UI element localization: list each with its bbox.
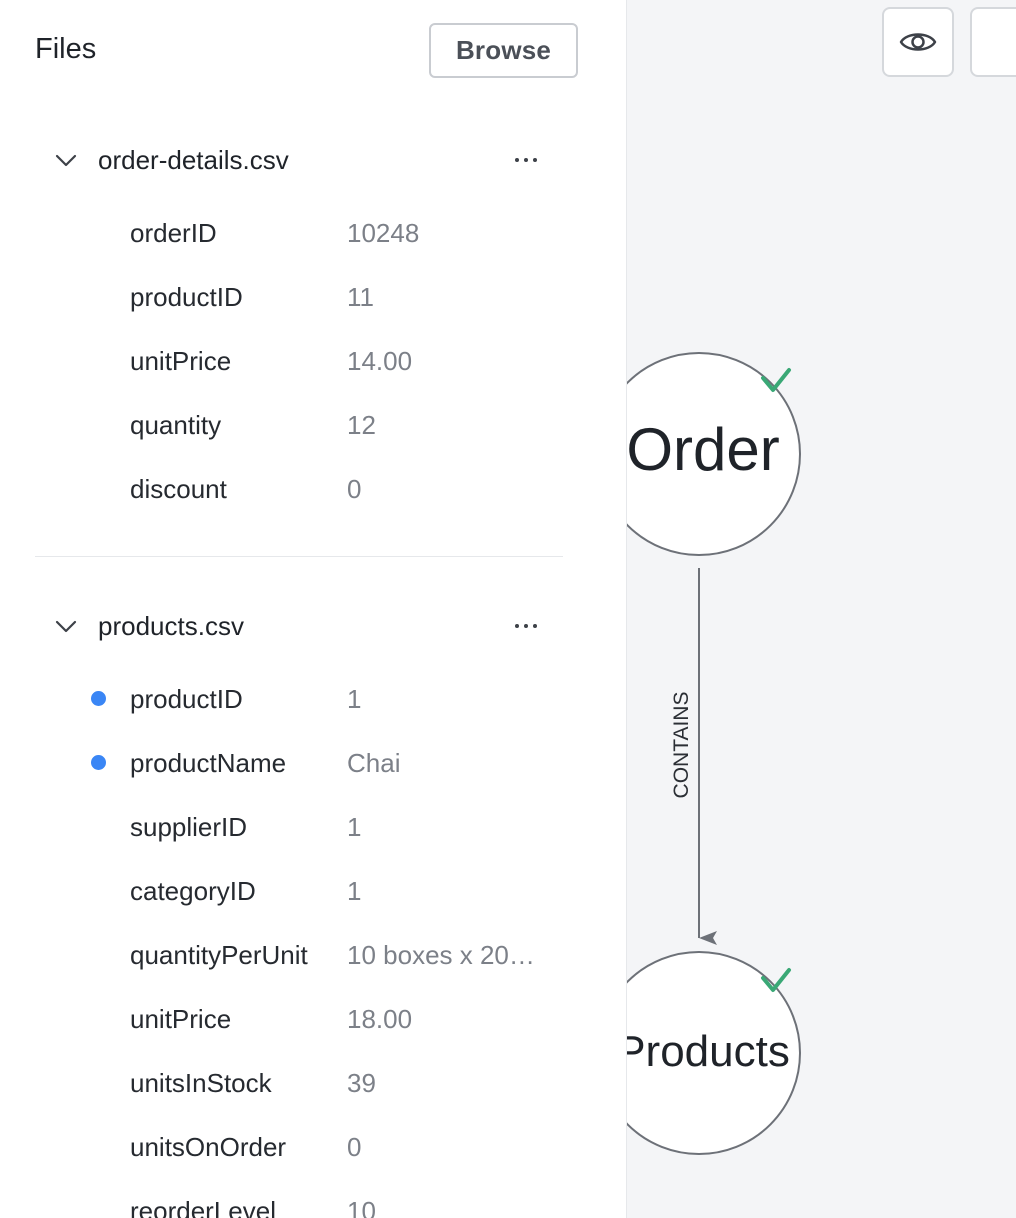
file-name: order-details.csv (98, 145, 289, 175)
field-row[interactable]: productID 11 (0, 276, 600, 316)
field-key: orderID (130, 218, 217, 248)
field-key: categoryID (130, 876, 256, 906)
file-divider (35, 556, 563, 557)
field-row[interactable]: categoryID 1 (0, 870, 600, 910)
field-key: productID (130, 282, 243, 312)
field-value: 10248 (347, 218, 420, 248)
field-key: productName (130, 748, 287, 778)
graph-node-products[interactable]: Products (627, 951, 801, 1155)
field-row[interactable]: reorderLevel 10 (0, 1190, 600, 1218)
field-key: supplierID (130, 812, 248, 842)
field-row[interactable]: productID 1 (0, 678, 600, 718)
panel-title: Files (35, 33, 97, 65)
field-key: discount (130, 474, 227, 504)
preview-button[interactable] (882, 7, 954, 77)
field-row[interactable]: unitPrice 18.00 (0, 998, 600, 1038)
file-header-products[interactable]: products.csv (50, 606, 560, 646)
field-row[interactable]: discount 0 (0, 468, 600, 508)
field-row[interactable]: orderID 10248 (0, 212, 600, 252)
file-name: products.csv (98, 611, 244, 641)
field-value: 12 (347, 410, 376, 440)
marker-dot (91, 755, 106, 770)
marker-dot (91, 691, 106, 706)
field-key: unitPrice (130, 1004, 232, 1034)
node-label: Products (627, 1027, 790, 1076)
field-row[interactable]: productName Chai (0, 742, 600, 782)
graph-canvas[interactable]: Order CONTAINS Products (627, 0, 1016, 1218)
field-row[interactable]: unitsInStock 39 (0, 1062, 600, 1102)
field-value: 11 (347, 282, 374, 312)
more-options-icon[interactable] (508, 606, 544, 646)
graph-node-order[interactable]: Order (627, 352, 801, 556)
check-icon (761, 368, 791, 392)
chevron-down-icon[interactable] (54, 148, 78, 172)
field-row[interactable]: unitPrice 14.00 (0, 340, 600, 380)
field-value: 1 (347, 876, 362, 906)
field-key: quantityPerUnit (130, 940, 308, 970)
field-key: unitsOnOrder (130, 1132, 287, 1162)
check-icon (761, 968, 791, 992)
field-key: unitsInStock (130, 1068, 272, 1098)
blank-button[interactable] (970, 7, 1016, 77)
field-row[interactable]: quantityPerUnit 10 boxes x 20… (0, 934, 600, 974)
graph-svg: Order CONTAINS Products (627, 352, 801, 1155)
field-key: reorderLevel (130, 1196, 276, 1218)
eye-icon (899, 33, 937, 51)
field-value: Chai (347, 748, 401, 778)
field-row[interactable]: unitsOnOrder 0 (0, 1126, 600, 1166)
more-options-icon[interactable] (508, 140, 544, 180)
field-value: 1 (347, 684, 362, 714)
field-row[interactable]: supplierID 1 (0, 806, 600, 846)
field-key: quantity (130, 410, 222, 440)
field-value: 1 (347, 812, 362, 842)
field-value: 0 (347, 1132, 362, 1162)
field-key: productID (130, 684, 243, 714)
node-label: Order (627, 416, 780, 483)
field-row[interactable]: quantity 12 (0, 404, 600, 444)
field-value: 10 boxes x 20… (347, 940, 535, 970)
browse-button[interactable]: Browse (429, 23, 578, 78)
field-key: unitPrice (130, 346, 232, 376)
field-value: 39 (347, 1068, 376, 1098)
file-header-order-details[interactable]: order-details.csv (50, 140, 560, 180)
field-value: 10 (347, 1196, 376, 1218)
field-value: 18.00 (347, 1004, 413, 1034)
field-value: 0 (347, 474, 362, 504)
graph-edge-contains[interactable]: CONTAINS (670, 568, 717, 945)
edge-label: CONTAINS (670, 692, 693, 799)
chevron-down-icon[interactable] (54, 614, 78, 638)
field-value: 14.00 (347, 346, 413, 376)
